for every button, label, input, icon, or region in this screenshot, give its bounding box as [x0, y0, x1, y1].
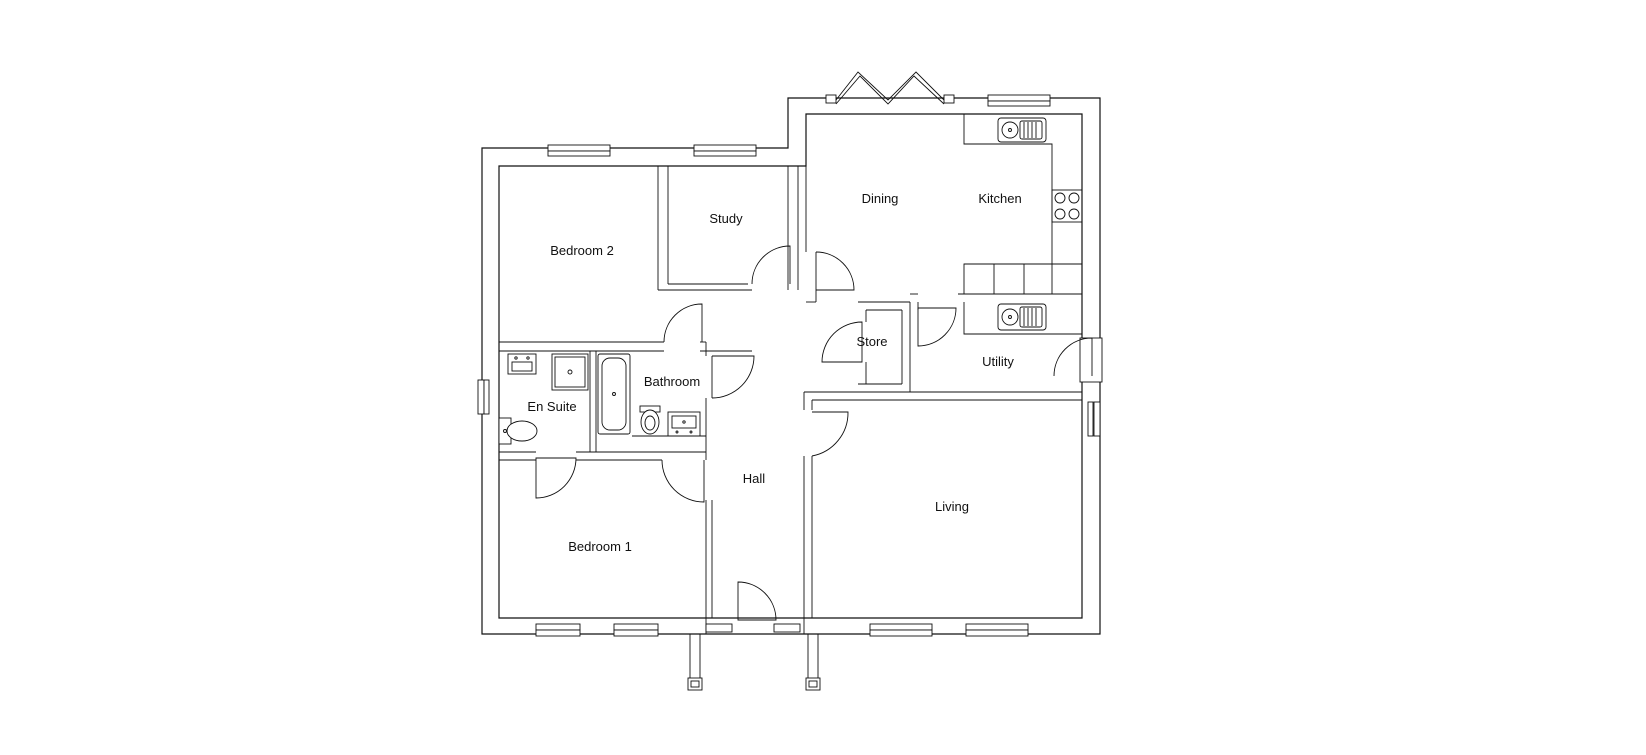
windows	[477, 94, 1101, 637]
room-label-bedroom-2: Bedroom 2	[550, 243, 614, 258]
room-label-study: Study	[709, 211, 743, 226]
room-label-kitchen: Kitchen	[978, 191, 1021, 206]
room-labels: Bedroom 2 Study Dining Kitchen Store Uti…	[527, 191, 1021, 554]
room-label-bedroom-1: Bedroom 1	[568, 539, 632, 554]
room-label-bathroom: Bathroom	[644, 374, 700, 389]
room-label-store: Store	[856, 334, 887, 349]
utility-units	[963, 302, 1082, 335]
room-label-hall: Hall	[743, 471, 766, 486]
doors	[535, 71, 1093, 691]
room-label-utility: Utility	[982, 354, 1014, 369]
kitchen-units	[963, 114, 1083, 295]
en-suite-fixtures	[498, 353, 589, 445]
room-label-en-suite: En Suite	[527, 399, 576, 414]
bathroom-fixtures	[597, 353, 706, 437]
interior-walls	[499, 166, 1103, 618]
room-label-living: Living	[935, 499, 969, 514]
room-label-dining: Dining	[862, 191, 899, 206]
